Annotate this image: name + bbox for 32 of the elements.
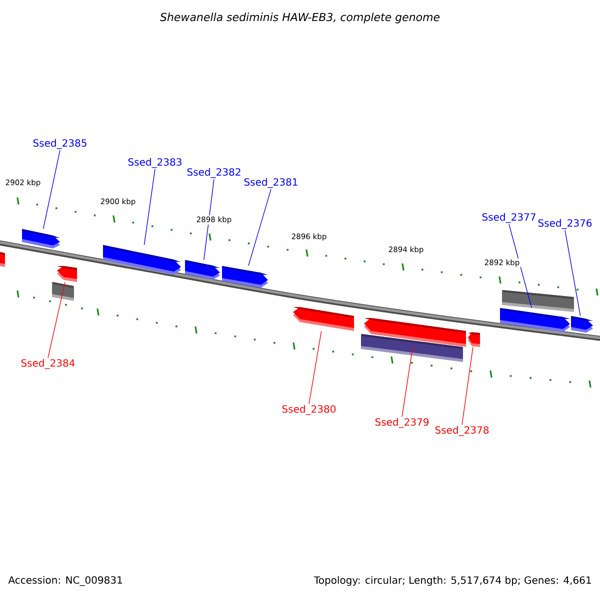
gene-bar: [57, 266, 77, 282]
gene-bar: [364, 318, 466, 347]
leader-line: [248, 188, 272, 266]
leader-line: [204, 178, 214, 260]
footer-text: Topology: circular; Length: 5,517,674 bp; Genes: 4,661: [314, 576, 591, 586]
leader-line: [308, 330, 322, 404]
gene-bar: [103, 245, 181, 275]
gene-label: Ssed_2382: [187, 168, 240, 178]
footer-text: Accession: NC_009831: [8, 576, 122, 586]
gene-bar: [293, 307, 354, 331]
leader-line: [462, 346, 474, 426]
gene-label: Ssed_2385: [33, 139, 86, 149]
gene-label: Ssed_2380: [282, 405, 336, 415]
gene-label: Ssed_2381: [244, 178, 298, 188]
gene-label: Ssed_2377: [482, 213, 536, 223]
gene-label: Ssed_2384: [21, 359, 75, 369]
title: Shewanella sediminis HAW-EB3, complete genome: [160, 12, 440, 24]
gene-bar: [22, 229, 60, 248]
leader-line: [42, 150, 60, 230]
gene-bar: [571, 316, 593, 333]
gene-bar: [185, 260, 220, 280]
gene-label: Ssed_2383: [128, 158, 182, 168]
gene-bar: [468, 332, 480, 347]
gene-label: Ssed_2379: [375, 418, 429, 428]
gene-bar: [222, 266, 268, 288]
gene-label: Ssed_2378: [435, 426, 489, 436]
leader-line: [48, 282, 66, 358]
gene-label: Ssed_2376: [538, 219, 592, 229]
leader-line: [144, 168, 156, 246]
leader-line: [508, 224, 532, 308]
leader-line: [402, 346, 414, 418]
leader-line: [564, 230, 581, 316]
